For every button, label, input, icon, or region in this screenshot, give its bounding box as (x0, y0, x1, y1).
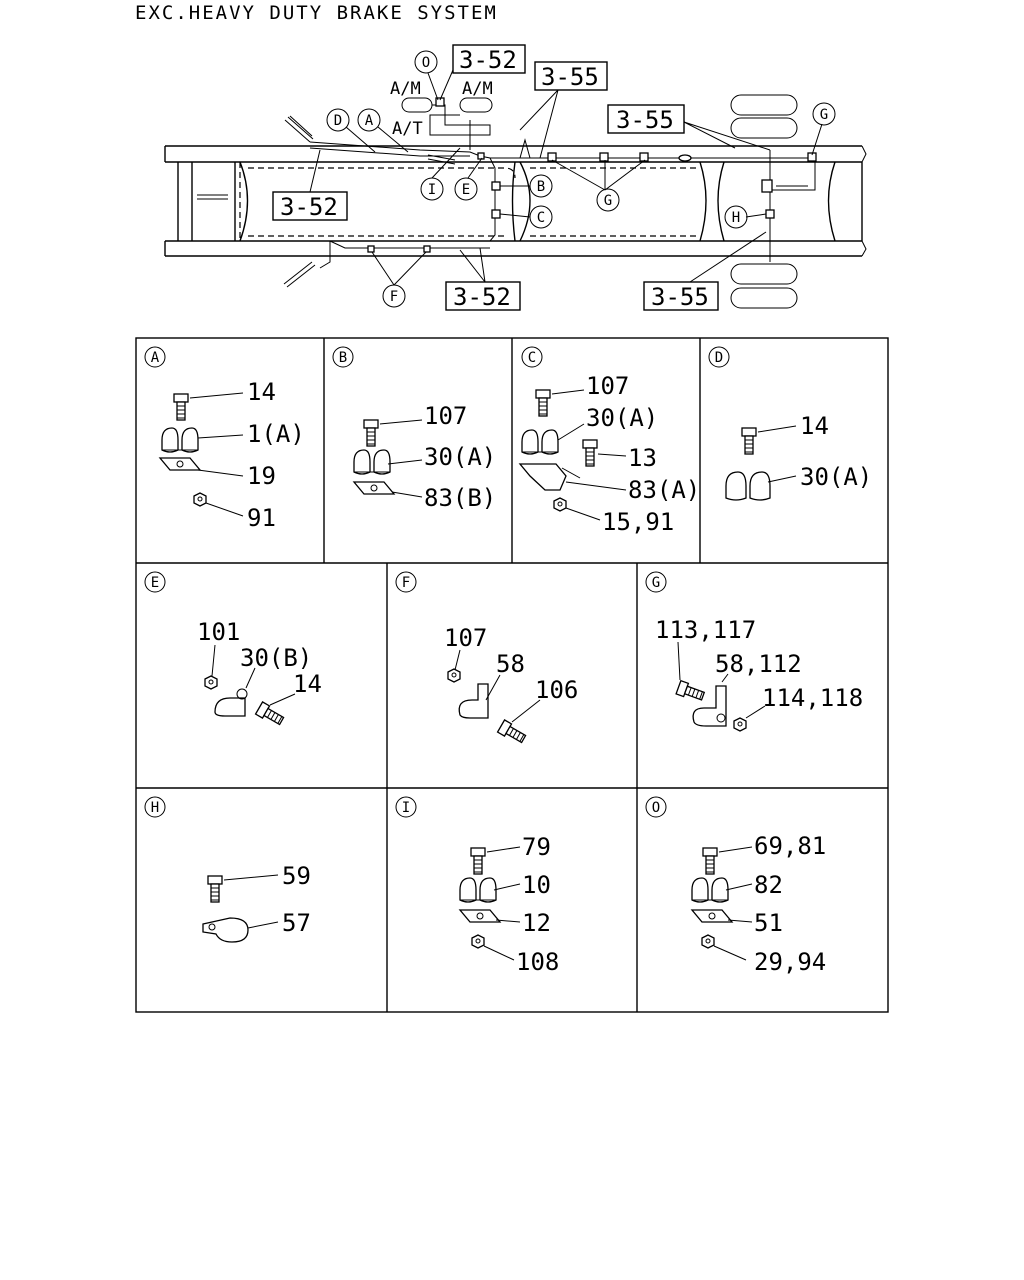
chassis-overview: 3-52 3-55 3-55 3-52 3-52 3-55 (164, 44, 867, 311)
callout-G-lower[interactable]: G (596, 188, 620, 212)
label-C-4: 83(A) (628, 476, 700, 504)
callout-C[interactable]: C (529, 205, 553, 229)
panel-H[interactable]: H 59 57 (144, 796, 311, 943)
label-C-2: 30(A) (586, 404, 658, 432)
callout-G-upper[interactable]: G (812, 102, 836, 126)
panel-A-letter: A (151, 350, 160, 366)
label-G-2: 58,112 (715, 650, 802, 678)
label-F-3: 106 (535, 676, 578, 704)
svg-text:B: B (537, 179, 545, 195)
svg-text:F: F (390, 289, 398, 305)
label-G-1: 113,117 (655, 616, 756, 644)
am-label-1: A/M (390, 79, 421, 99)
label-O-1: 69,81 (754, 832, 826, 860)
panel-E-letter: E (151, 575, 159, 591)
svg-text:G: G (820, 107, 828, 123)
label-B-2: 30(A) (424, 443, 496, 471)
label-A-4: 91 (247, 504, 276, 532)
ref-box-5[interactable]: 3-52 (445, 281, 521, 311)
label-C-5: 15,91 (602, 508, 674, 536)
svg-text:G: G (604, 193, 612, 209)
label-D-2: 30(A) (800, 463, 872, 491)
panel-D[interactable]: D 14 30(A) (708, 346, 872, 501)
label-E-2: 30(B) (240, 644, 312, 672)
panel-C[interactable]: C 107 30(A) 13 83(A) 15,91 (518, 346, 700, 536)
ref-box-6[interactable]: 3-55 (643, 281, 719, 311)
label-I-4: 108 (516, 948, 559, 976)
svg-text:E: E (462, 182, 470, 198)
label-F-1: 107 (444, 624, 487, 652)
label-F-2: 58 (496, 650, 525, 678)
label-H-1: 59 (282, 862, 311, 890)
frame-rails (164, 145, 867, 257)
svg-text:3-55: 3-55 (616, 106, 674, 134)
callout-I[interactable]: I (420, 177, 444, 201)
svg-text:3-52: 3-52 (453, 283, 511, 311)
callout-F[interactable]: F (382, 284, 406, 308)
label-A-1: 14 (247, 378, 276, 406)
panel-C-letter: C (528, 350, 536, 366)
panel-A[interactable]: A 14 1(A) 19 91 (144, 346, 305, 532)
ref-box-1[interactable]: 3-52 (452, 44, 526, 74)
tires (730, 94, 798, 309)
brake-pipes (197, 115, 817, 288)
panel-O[interactable]: O 69,81 82 51 29,94 (645, 796, 826, 976)
ref-box-2[interactable]: 3-55 (534, 61, 608, 91)
label-H-2: 57 (282, 909, 311, 937)
callout-E[interactable]: E (454, 177, 478, 201)
label-I-1: 79 (522, 833, 551, 861)
panel-O-letter: O (652, 800, 660, 816)
label-E-3: 14 (293, 670, 322, 698)
label-O-3: 51 (754, 909, 783, 937)
label-G-3: 114,118 (762, 684, 863, 712)
label-D-1: 14 (800, 412, 829, 440)
svg-text:3-55: 3-55 (541, 63, 599, 91)
svg-text:D: D (334, 113, 342, 129)
svg-text:I: I (428, 182, 436, 198)
panel-G-letter: G (652, 575, 660, 591)
svg-text:O: O (422, 55, 430, 71)
panel-G[interactable]: G 113,117 58,112 114,118 (645, 571, 863, 732)
svg-text:3-52: 3-52 (280, 193, 338, 221)
callout-H[interactable]: H (724, 205, 748, 229)
am-label-2: A/M (462, 79, 493, 99)
svg-text:H: H (732, 210, 740, 226)
at-label: A/T (392, 119, 423, 139)
panel-I-letter: I (402, 800, 410, 816)
label-O-4: 29,94 (754, 948, 826, 976)
diagram-title: EXC.HEAVY DUTY BRAKE SYSTEM (135, 2, 498, 24)
panel-B-letter: B (339, 350, 347, 366)
ref-box-3[interactable]: 3-55 (607, 104, 685, 134)
panel-F[interactable]: F 107 58 106 (395, 571, 578, 746)
valve-group (401, 97, 493, 150)
label-C-1: 107 (586, 372, 629, 400)
label-I-3: 12 (522, 909, 551, 937)
label-B-3: 83(B) (424, 484, 496, 512)
label-C-3: 13 (628, 444, 657, 472)
callout-O[interactable]: O (414, 50, 438, 74)
callout-B[interactable]: B (529, 174, 553, 198)
label-O-2: 82 (754, 871, 783, 899)
label-B-1: 107 (424, 402, 467, 430)
label-E-1: 101 (197, 618, 240, 646)
panel-F-letter: F (402, 575, 410, 591)
panel-H-letter: H (151, 800, 159, 816)
panel-E[interactable]: E 101 30(B) 14 (144, 571, 322, 728)
ref-box-4[interactable]: 3-52 (272, 191, 348, 221)
panel-D-letter: D (715, 350, 723, 366)
panel-I[interactable]: I 79 10 12 108 (395, 796, 559, 976)
callout-A[interactable]: A (357, 108, 381, 132)
label-A-3: 19 (247, 462, 276, 490)
svg-text:A: A (365, 113, 374, 129)
svg-text:3-55: 3-55 (651, 283, 709, 311)
callout-D[interactable]: D (326, 108, 350, 132)
leader-lines (309, 69, 823, 286)
svg-text:3-52: 3-52 (459, 46, 517, 74)
label-I-2: 10 (522, 871, 551, 899)
label-A-2: 1(A) (247, 420, 305, 448)
panel-B[interactable]: B 107 30(A) 83(B) (332, 346, 496, 512)
svg-text:C: C (537, 210, 545, 226)
